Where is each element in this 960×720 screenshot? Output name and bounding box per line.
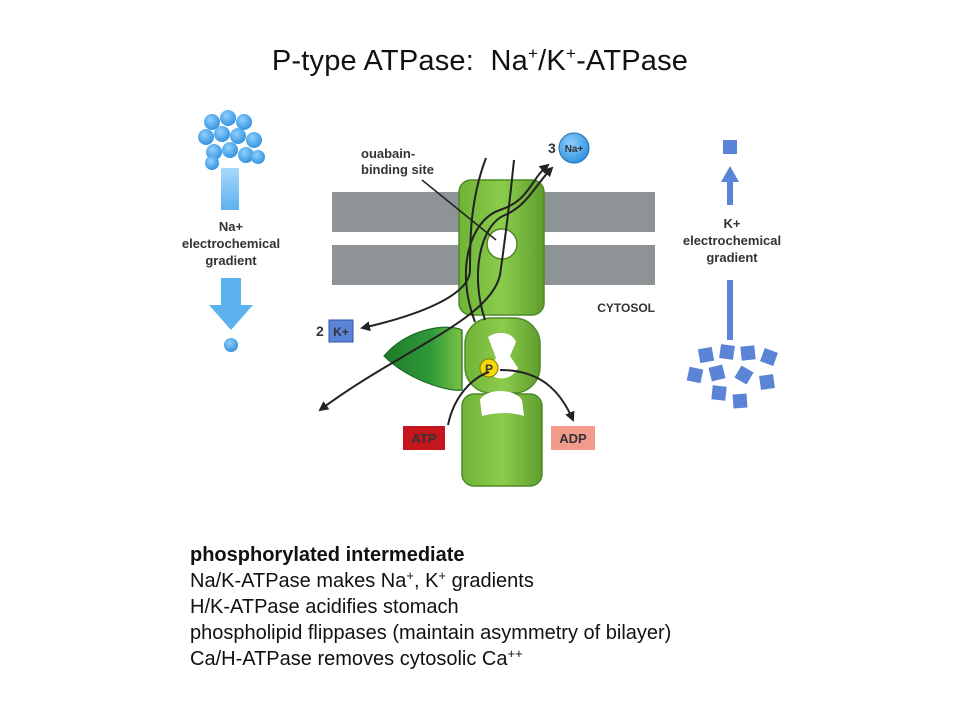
notes-line-1-e: gradients — [446, 570, 534, 592]
notes-line-1: Na/K-ATPase makes Na+, K+ gradients — [190, 568, 890, 594]
adp-arrow — [499, 369, 575, 422]
notes-line-1-c: , K — [413, 570, 439, 592]
notes-line-1-b: + — [406, 568, 414, 583]
title-suffix: -ATPase — [576, 45, 689, 77]
title-na: Na — [490, 45, 528, 77]
k-gradient-ion: K+ — [724, 216, 741, 231]
na-single-ion — [224, 338, 238, 352]
k-token-badge — [328, 319, 354, 343]
ouabain-label-line1: ouabain- — [361, 146, 415, 161]
k-cluster — [686, 344, 778, 409]
phosphate-badge — [479, 358, 499, 378]
na-gradient-arrow-head — [209, 278, 253, 330]
notes-block: phosphorylated intermediate Na/K-ATPase … — [190, 542, 890, 672]
na-cluster — [198, 110, 265, 170]
atp-arrow — [447, 371, 490, 426]
nucleotide-binding-pocket — [480, 391, 524, 416]
na-efflux-arrow-2 — [476, 166, 554, 321]
title-k-charge: + — [565, 44, 577, 63]
na-gradient-arrow-shaft — [221, 168, 239, 210]
notes-line-4: Ca/H-ATPase removes cytosolic Ca++ — [190, 646, 890, 672]
title-na-charge: + — [527, 44, 539, 63]
adp-label: ADP — [559, 431, 587, 446]
na-token-badge — [558, 132, 590, 164]
notes-heading: phosphorylated intermediate — [190, 544, 465, 566]
na-gradient-line2: gradient — [205, 253, 257, 268]
na-stoichiometry: 3 — [548, 140, 556, 156]
title-slash-k: /K — [538, 45, 566, 77]
atp-label: ATP — [411, 431, 436, 446]
na-gradient-ion: Na+ — [219, 219, 244, 234]
k-influx-arrow-2 — [318, 159, 515, 412]
notes-line-4-a: Ca/H-ATPase removes cytosolic Ca — [190, 648, 508, 670]
adp-badge — [551, 426, 595, 450]
na-gradient-line1: electrochemical — [182, 236, 280, 251]
k-token-label: K+ — [333, 325, 349, 339]
ouabain-label-line2: binding site — [361, 162, 434, 177]
notes-line-2: H/K-ATPase acidifies stomach — [190, 596, 459, 618]
k-gradient-line1: electrochemical — [683, 233, 781, 248]
k-stoichiometry: 2 — [316, 323, 324, 339]
page-title: P-type ATPase: Na+/K+-ATPase — [0, 44, 960, 78]
phosphate-label: P — [485, 362, 493, 376]
actuator-domain — [383, 326, 463, 391]
notes-line-3: phospholipid flippases (maintain asymmet… — [190, 622, 672, 644]
k-influx-arrow — [360, 157, 487, 332]
atp-badge — [403, 426, 445, 450]
na-token-label: Na+ — [565, 144, 584, 155]
notes-line-4-b: ++ — [507, 646, 523, 661]
k-gradient-arrow-head — [721, 166, 739, 182]
title-prefix: P-type ATPase: — [271, 45, 474, 77]
notes-line-1-d: + — [438, 568, 447, 583]
cytosol-label: CYTOSOL — [597, 301, 655, 315]
k-single-ion — [723, 140, 737, 154]
ouabain-pointer — [421, 179, 497, 241]
k-gradient-line2: gradient — [706, 250, 758, 265]
notes-line-1-a: Na/K-ATPase makes Na — [190, 570, 407, 592]
